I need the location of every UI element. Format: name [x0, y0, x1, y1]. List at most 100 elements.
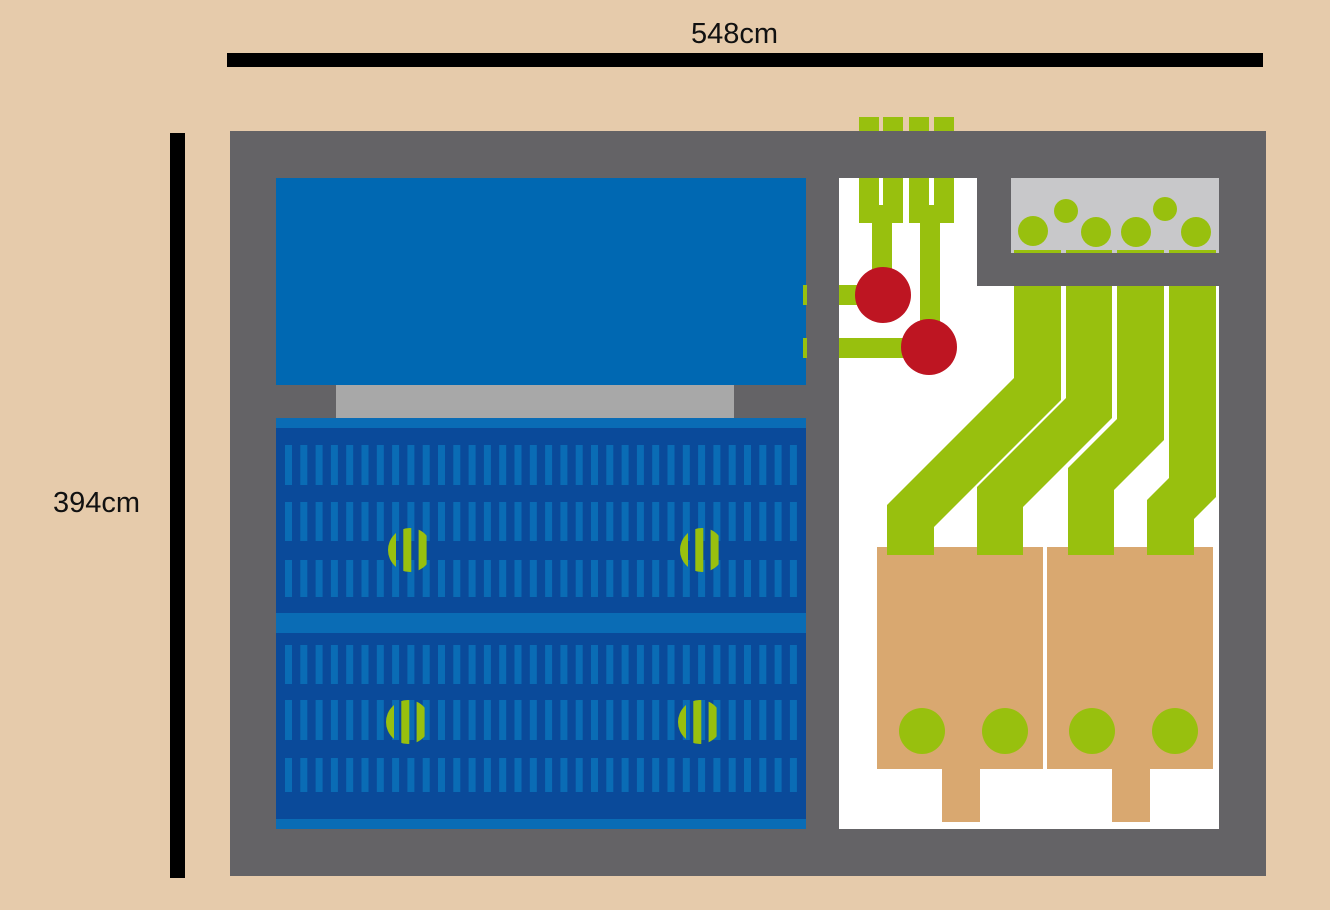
grate-slat: [407, 645, 415, 684]
grate-slat: [392, 502, 400, 541]
tank-outlet: [899, 708, 945, 754]
grate-slat: [575, 758, 583, 792]
grate-slat: [407, 502, 415, 541]
grate-slat: [315, 758, 323, 792]
grate-slat: [789, 502, 797, 541]
grate-slat: [438, 445, 445, 485]
grate-slat: [652, 758, 660, 792]
grate-slat: [361, 700, 369, 740]
grate-slat: [407, 758, 415, 792]
tank-unit: [877, 547, 1043, 822]
grate-slat: [728, 445, 736, 485]
grate-slat: [499, 758, 507, 792]
grate-slat: [392, 700, 400, 740]
grate-slat: [682, 502, 690, 541]
grate-slat: [606, 758, 614, 792]
grate-slat: [300, 502, 308, 541]
grate-slat: [330, 758, 338, 792]
grate-slat: [713, 758, 721, 792]
grate-slat: [545, 560, 553, 597]
grate-slat: [346, 700, 354, 740]
grate-slat: [682, 560, 690, 597]
grate-slat: [285, 645, 292, 684]
pool-grate-area: [276, 418, 806, 829]
grate-slat: [407, 700, 415, 740]
pool-basin: [276, 178, 806, 385]
grate-slat: [483, 758, 491, 792]
width-dimension-label: 548cm: [691, 18, 779, 50]
grate-slat: [698, 700, 706, 740]
grate-slat: [759, 700, 767, 740]
grate-slat: [636, 700, 644, 740]
floor-drain: [680, 528, 719, 572]
floor-drain: [388, 528, 427, 572]
grate-slat: [682, 700, 690, 740]
grate-slat: [529, 560, 537, 597]
grate-slat: [606, 700, 614, 740]
grate-slat: [346, 502, 354, 541]
grate-slat: [529, 502, 537, 541]
grate-slat: [575, 502, 583, 541]
grate-slat: [438, 560, 445, 597]
grate-slat: [453, 645, 461, 684]
grate-slat: [376, 560, 384, 597]
shelf-item: [1081, 217, 1111, 247]
grate-slat: [744, 560, 751, 597]
grate-slat: [774, 560, 782, 597]
grate-slat: [728, 758, 736, 792]
grate-slat: [422, 758, 430, 792]
grate-slat: [591, 560, 598, 597]
grate-slat: [728, 645, 736, 684]
floor-drain: [678, 700, 717, 744]
grate-slat: [422, 645, 430, 684]
grate-slat: [392, 445, 400, 485]
width-dimension-line: [227, 53, 1263, 67]
grate-slat: [529, 758, 537, 792]
shelf-item: [1153, 197, 1177, 221]
grate-slat: [453, 560, 461, 597]
grate-slat: [682, 445, 690, 485]
tank-outlet: [982, 708, 1028, 754]
grate-slat: [698, 445, 706, 485]
grate-slat: [575, 560, 583, 597]
grate-slat: [514, 645, 522, 684]
grate-slat: [499, 645, 507, 684]
shelf-item: [1054, 199, 1078, 223]
grate-slat: [759, 502, 767, 541]
height-dimension-line: [170, 133, 185, 878]
grate-slat: [560, 502, 568, 541]
grate-slat: [606, 560, 614, 597]
grate-slat: [438, 758, 445, 792]
grate-slat: [361, 645, 369, 684]
grate-slat: [422, 700, 430, 740]
grate-slat: [774, 445, 782, 485]
grate-slat: [361, 560, 369, 597]
grate-slat: [407, 445, 415, 485]
grate-slat: [346, 758, 354, 792]
grate-slat: [560, 560, 568, 597]
grate-slat: [606, 445, 614, 485]
grate-slat: [285, 700, 292, 740]
grate-slat: [438, 645, 445, 684]
grate-slat: [514, 502, 522, 541]
grate-slat: [422, 502, 430, 541]
grate-slat: [453, 502, 461, 541]
grate-slat: [330, 445, 338, 485]
grate-slat: [774, 700, 782, 740]
grate-slat: [667, 502, 675, 541]
grate-slat: [774, 645, 782, 684]
grate-slat: [330, 645, 338, 684]
grate-slat: [529, 445, 537, 485]
grate-slat: [499, 502, 507, 541]
grate-slat: [361, 445, 369, 485]
grate-slat: [300, 560, 308, 597]
grate-slat: [591, 645, 598, 684]
grate-slat: [789, 700, 797, 740]
grate-slat: [483, 700, 491, 740]
grate-slat: [713, 645, 721, 684]
grate-slat: [652, 502, 660, 541]
shelf-item: [1121, 217, 1151, 247]
grate-slat: [468, 560, 476, 597]
grate-slat: [759, 445, 767, 485]
grate-slat: [759, 560, 767, 597]
